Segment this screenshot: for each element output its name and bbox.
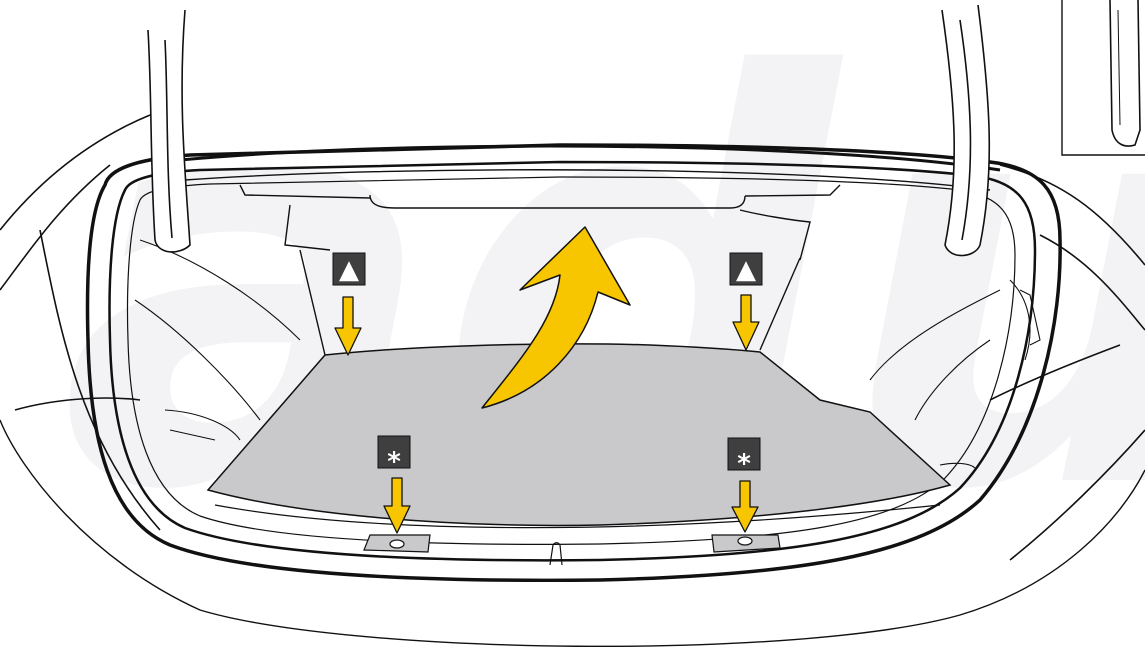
marker-upper-left: ▲ [333,253,365,285]
triangle-icon: ▲ [736,255,756,285]
asterisk-icon: * [737,449,751,479]
asterisk-icon: * [387,447,401,477]
anchor-hole-left [390,540,404,548]
triangle-icon: ▲ [339,255,359,285]
anchor-hole-right [738,537,752,545]
marker-upper-right: ▲ [730,253,762,285]
anchor-tab-left [364,535,430,552]
